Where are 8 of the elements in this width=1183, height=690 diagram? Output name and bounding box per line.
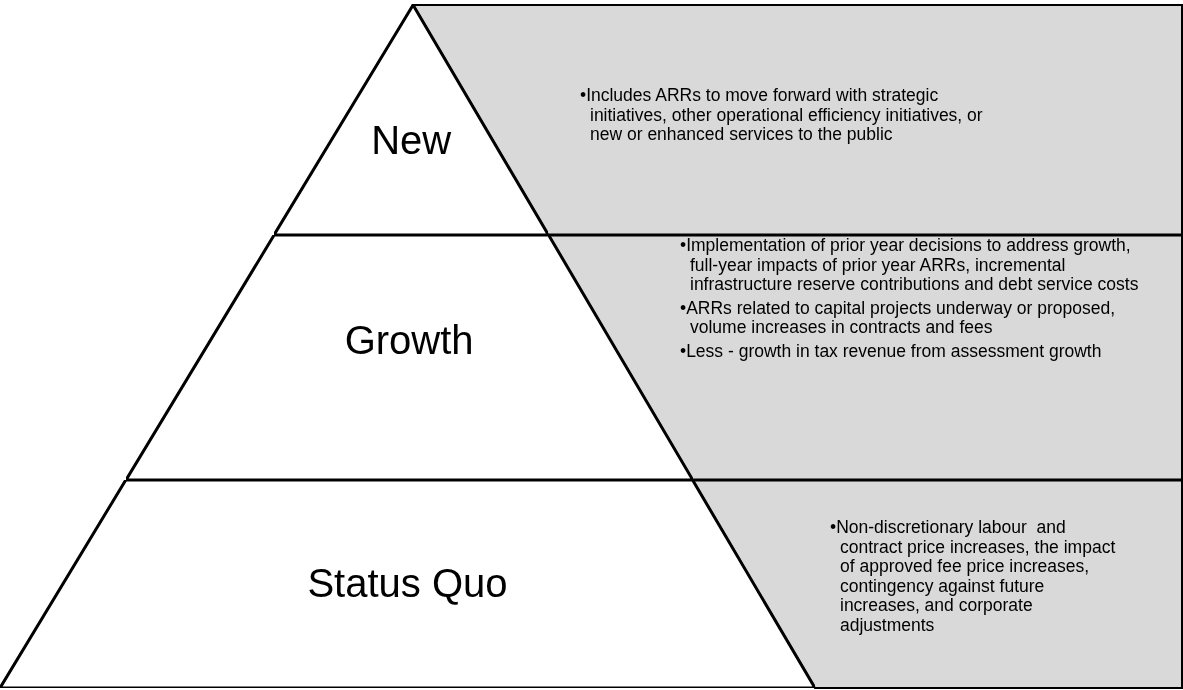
bullet-text: •Less - growth in tax revenue from assessment growth [680,341,1103,362]
bullet-text: •ARRs related to capital projects underway or proposed, volume increases in contracts and fees [680,298,1117,338]
tier-label: New [371,117,452,164]
tier-label: Growth [344,317,474,364]
bullet-text: •Implementation of prior year decisions to address growth, full-year impacts of prior year ARRs, incremental infrastructure reserve contributions and debt service costs [680,236,1140,295]
bullet-text: •Includes ARRs to move forward with strategic initiatives, other operational efficiency initiatives, or new or enhanced services to the public [580,86,984,145]
tier-label: Status Quo [307,560,508,607]
bullet-text: •Non-discretionary labour and contract price increases, the impact of approved fee price increases, contingency against future increases, and corporate adjustments [830,518,1117,636]
